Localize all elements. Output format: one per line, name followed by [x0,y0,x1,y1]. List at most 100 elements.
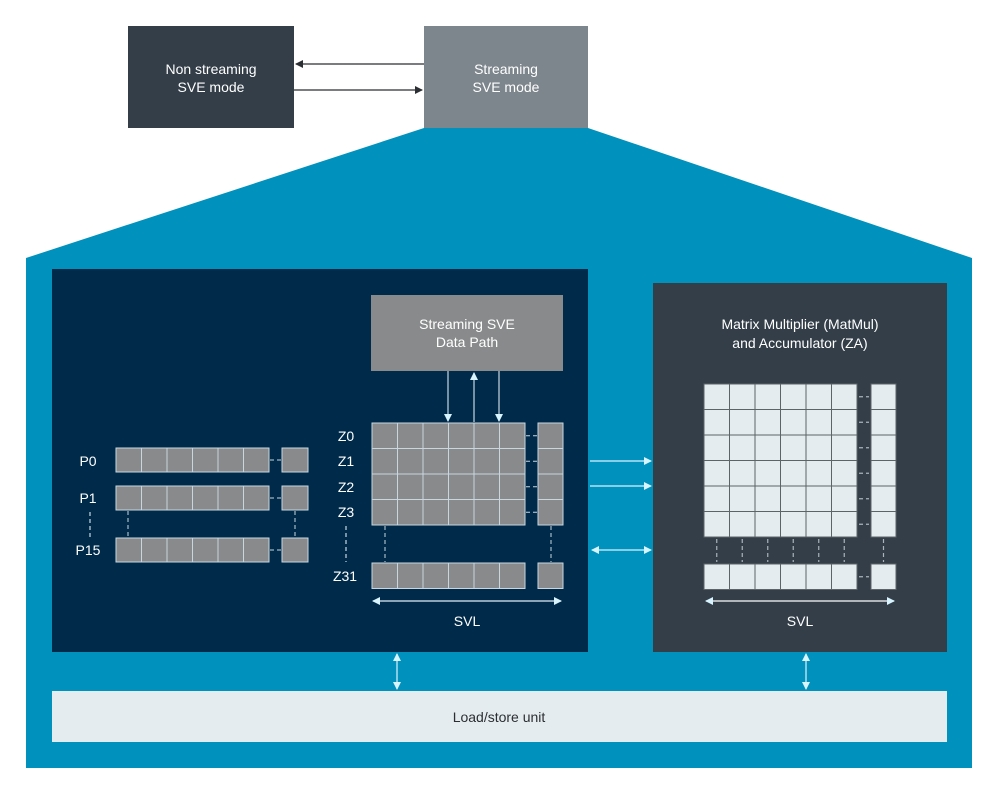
predicate-last-cell [281,447,309,473]
non-streaming-label-line1: Non streaming [165,61,256,77]
za-last-row-cell [729,563,756,590]
vector-cell [448,448,475,475]
predicate-cell [166,537,193,563]
predicate-cell [243,537,270,563]
vector-cell [473,422,500,449]
vector-cell [473,562,500,589]
vector-cell [499,499,526,526]
predicate-register-grid [115,447,309,563]
za-corner-cell [870,563,897,590]
vector-cell [397,562,424,589]
vector-label-z2: Z2 [338,479,355,495]
predicate-label-p1: P1 [79,490,96,506]
za-cell [729,409,756,436]
predicate-cell [192,447,219,473]
vector-last-cell [537,499,564,526]
za-cell [729,460,756,487]
vector-cell [397,499,424,526]
matmul-svl-label: SVL [787,613,814,629]
predicate-cell [217,447,244,473]
za-cell [780,460,807,487]
za-cell [805,383,832,410]
za-cell [729,434,756,461]
vector-label-z1: Z1 [338,453,355,469]
za-cell [729,511,756,538]
za-cell [754,409,781,436]
vector-cell [422,499,449,526]
streaming-sve-data-path-box: Streaming SVE Data Path [371,295,563,371]
za-last-column-cell [870,409,897,436]
za-cell [703,434,730,461]
za-accumulator-grid [703,383,897,590]
vector-label-z0: Z0 [338,428,355,444]
vector-cell [499,562,526,589]
za-cell [805,434,832,461]
vector-cell [499,473,526,500]
load-store-unit: Load/store unit [52,691,947,742]
predicate-cell [243,485,270,511]
vector-cell [448,562,475,589]
streaming-sve-mode-box: Streaming SVE mode [424,26,588,128]
za-last-column-cell [870,485,897,512]
vector-last-cell [537,562,564,589]
predicate-cell [115,537,142,563]
predicate-last-cell [281,485,309,511]
predicate-last-cell [281,537,309,563]
za-cell [780,485,807,512]
vector-cell [499,448,526,475]
za-cell [780,511,807,538]
za-cell [780,434,807,461]
predicate-cell [115,447,142,473]
predicate-cell [243,447,270,473]
za-cell [754,460,781,487]
za-last-row-cell [805,563,832,590]
predicate-cell [217,537,244,563]
za-cell [831,434,858,461]
za-cell [831,511,858,538]
vector-cell [473,499,500,526]
predicate-label-p0: P0 [79,453,96,469]
vector-label-z3: Z3 [338,504,355,520]
vector-cell [422,473,449,500]
streaming-label-line1: Streaming [474,61,538,77]
data-path-label-line1: Streaming SVE [419,316,515,332]
non-streaming-label-line2: SVE mode [178,79,245,95]
data-path-label-line2: Data Path [436,334,498,350]
non-streaming-sve-mode-box: Non streaming SVE mode [128,26,294,128]
predicate-cell [141,447,168,473]
za-last-column-cell [870,434,897,461]
za-last-column-cell [870,383,897,410]
predicate-cell [192,537,219,563]
predicate-cell [166,447,193,473]
vector-cell [473,473,500,500]
za-cell [805,511,832,538]
matmul-title-line2: and Accumulator (ZA) [732,335,867,351]
za-last-row-cell [754,563,781,590]
za-cell [754,383,781,410]
predicate-cell [141,537,168,563]
za-cell [831,460,858,487]
predicate-cell [115,485,142,511]
predicate-cell [141,485,168,511]
vector-last-cell [537,473,564,500]
vector-cell [422,448,449,475]
za-cell [805,409,832,436]
streaming-label-line2: SVE mode [473,79,540,95]
za-cell [729,485,756,512]
za-cell [831,485,858,512]
za-cell [805,485,832,512]
za-cell [703,485,730,512]
za-cell [703,511,730,538]
za-cell [703,460,730,487]
za-cell [703,383,730,410]
za-cell [729,383,756,410]
vector-cell [499,422,526,449]
vector-cell [448,473,475,500]
vector-cell [473,448,500,475]
vector-cell [371,499,398,526]
matmul-title-line1: Matrix Multiplier (MatMul) [721,316,878,332]
predicate-cell [217,485,244,511]
vector-cell [397,473,424,500]
load-store-label: Load/store unit [453,709,546,725]
